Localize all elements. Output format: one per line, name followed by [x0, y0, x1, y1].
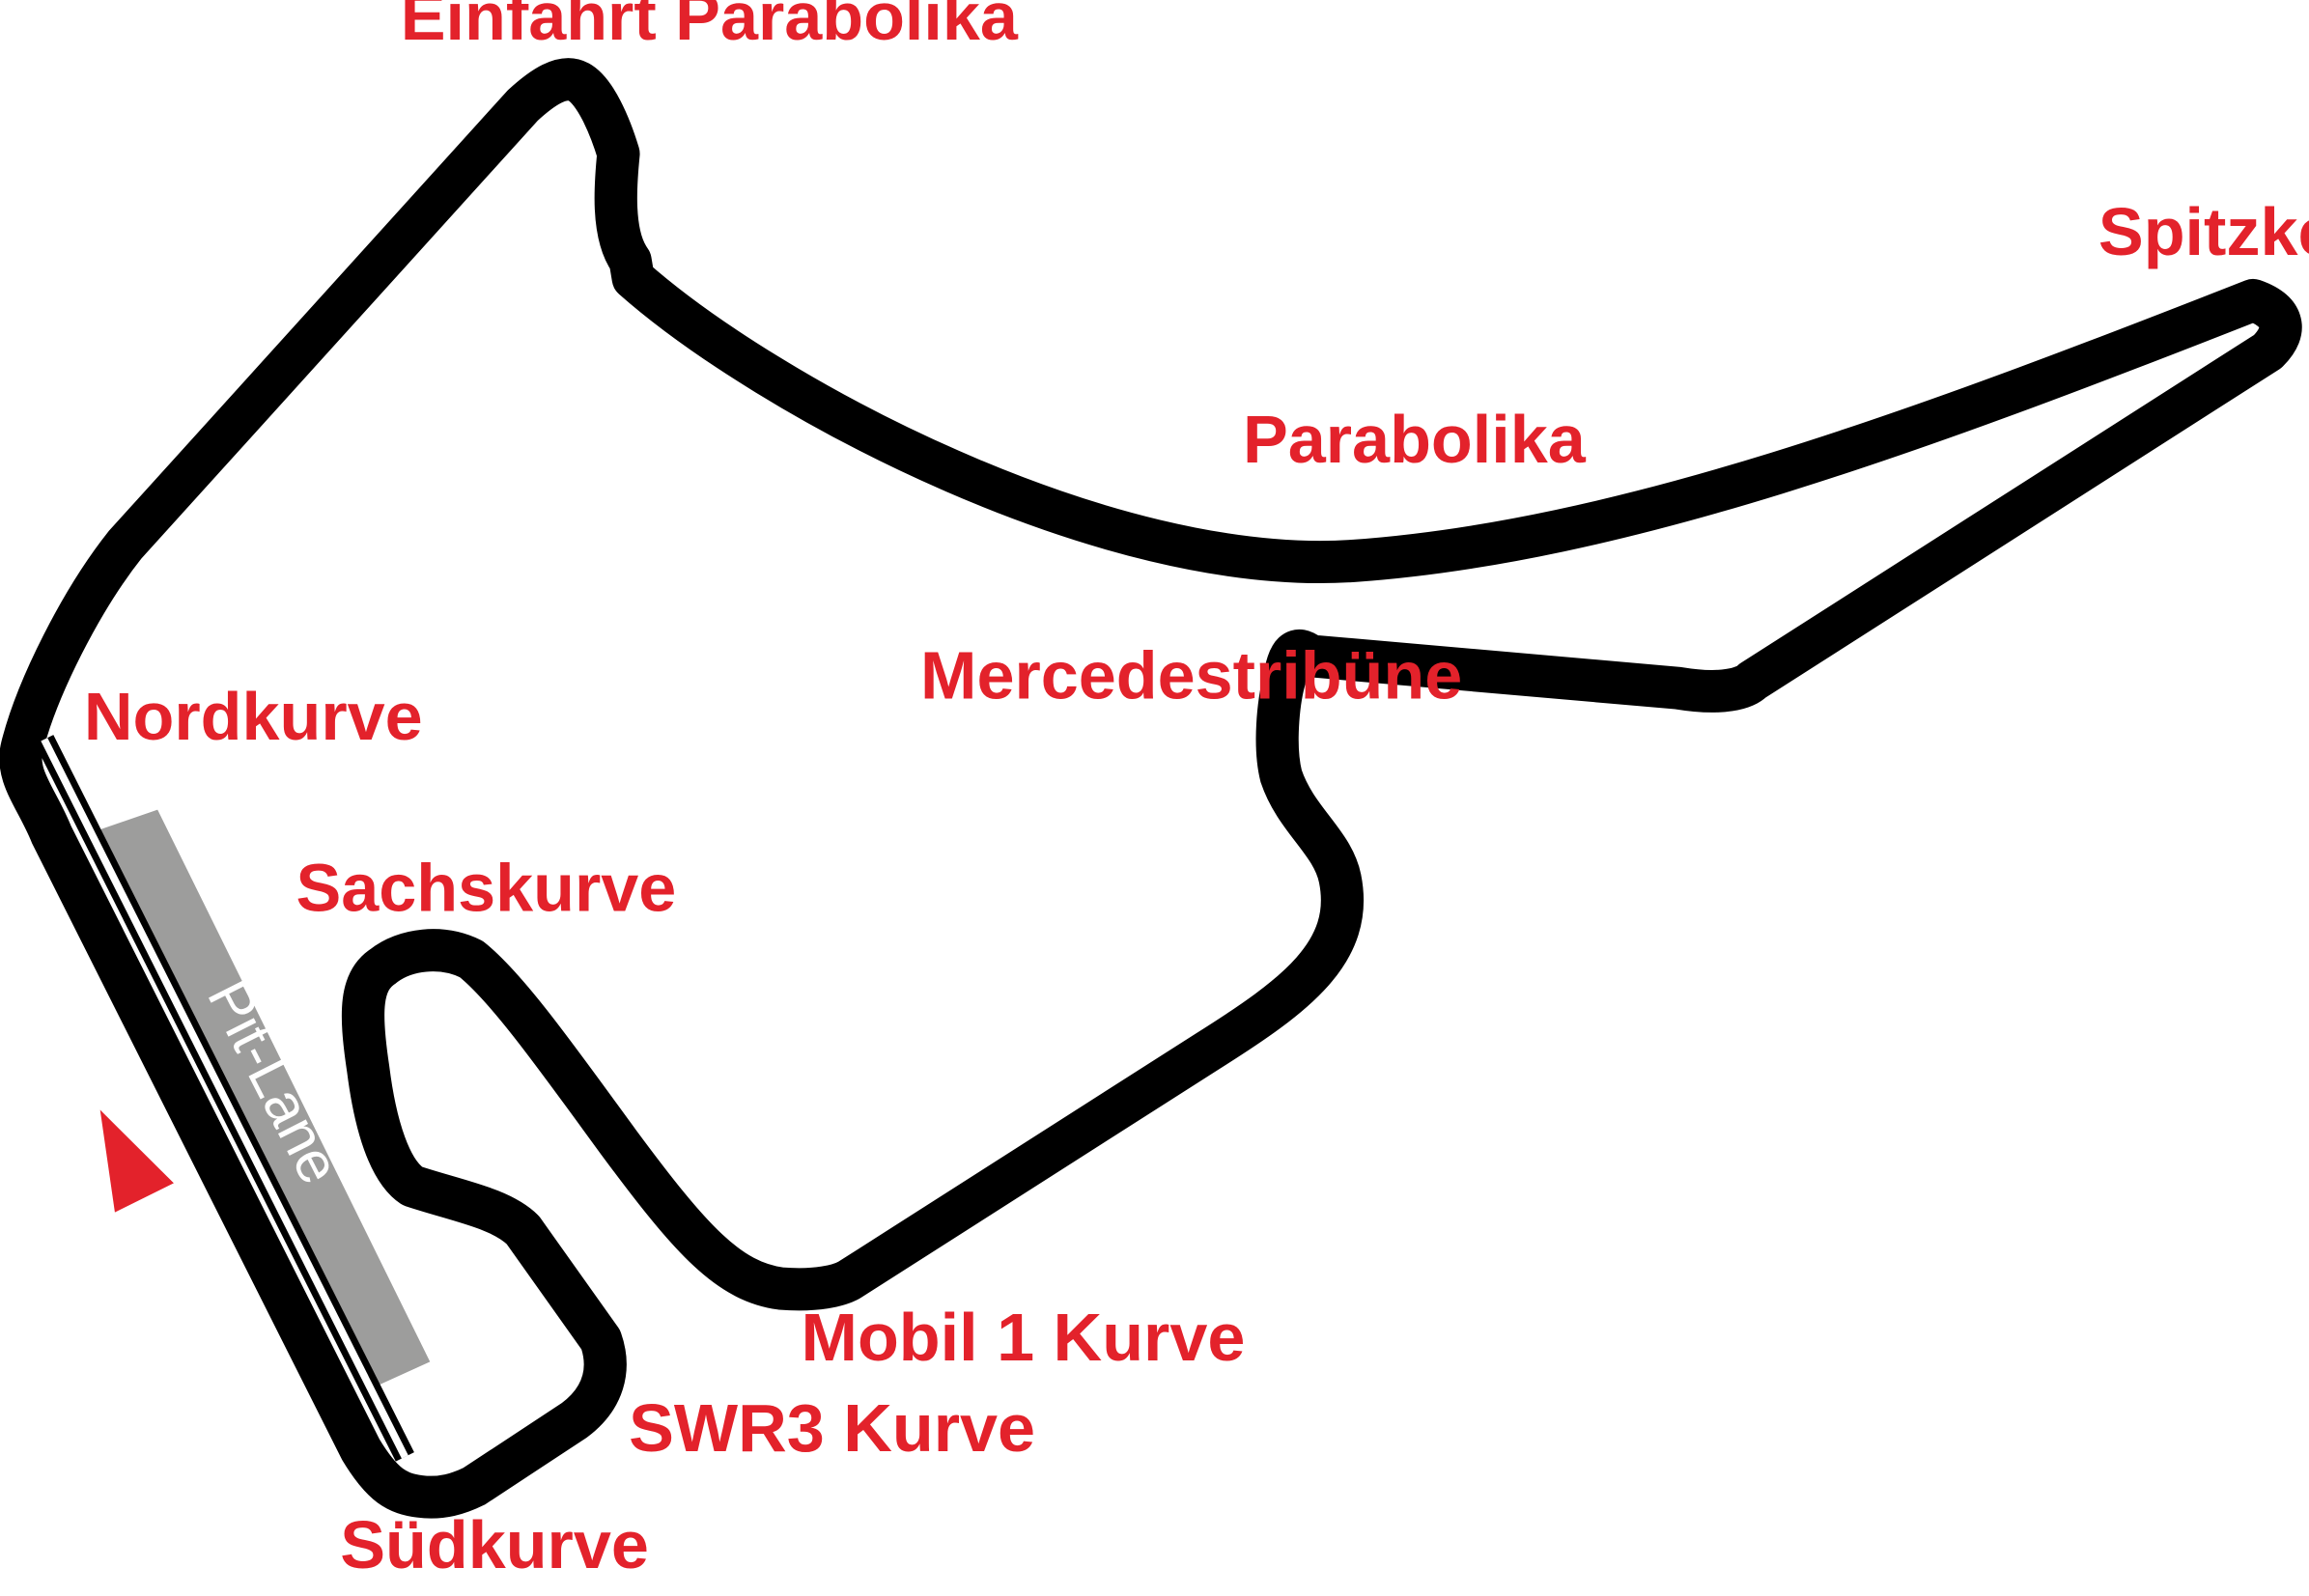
label-nordkurve: Nordkurve — [84, 679, 423, 754]
pit-lane-line-inner — [41, 738, 408, 1459]
direction-arrow-icon — [99, 1109, 174, 1213]
label-mercedestribune: Mercedestribüne — [920, 638, 1462, 714]
label-spitzkehre: Spitzkehre — [2098, 194, 2309, 269]
label-einfahrt-parabolika: Einfahrt Parabolika — [401, 0, 1019, 54]
circuit-track — [0, 58, 2302, 1519]
label-swr3-kurve: SWR3 Kurve — [629, 1390, 1035, 1466]
label-sudkurve: Südkurve — [340, 1507, 649, 1582]
pit-lane-area — [85, 809, 431, 1386]
label-sachskurve: Sachskurve — [296, 850, 676, 925]
label-parabolika: Parabolika — [1243, 402, 1587, 477]
label-mobil1-kurve: Mobil 1 Kurve — [802, 1300, 1246, 1375]
